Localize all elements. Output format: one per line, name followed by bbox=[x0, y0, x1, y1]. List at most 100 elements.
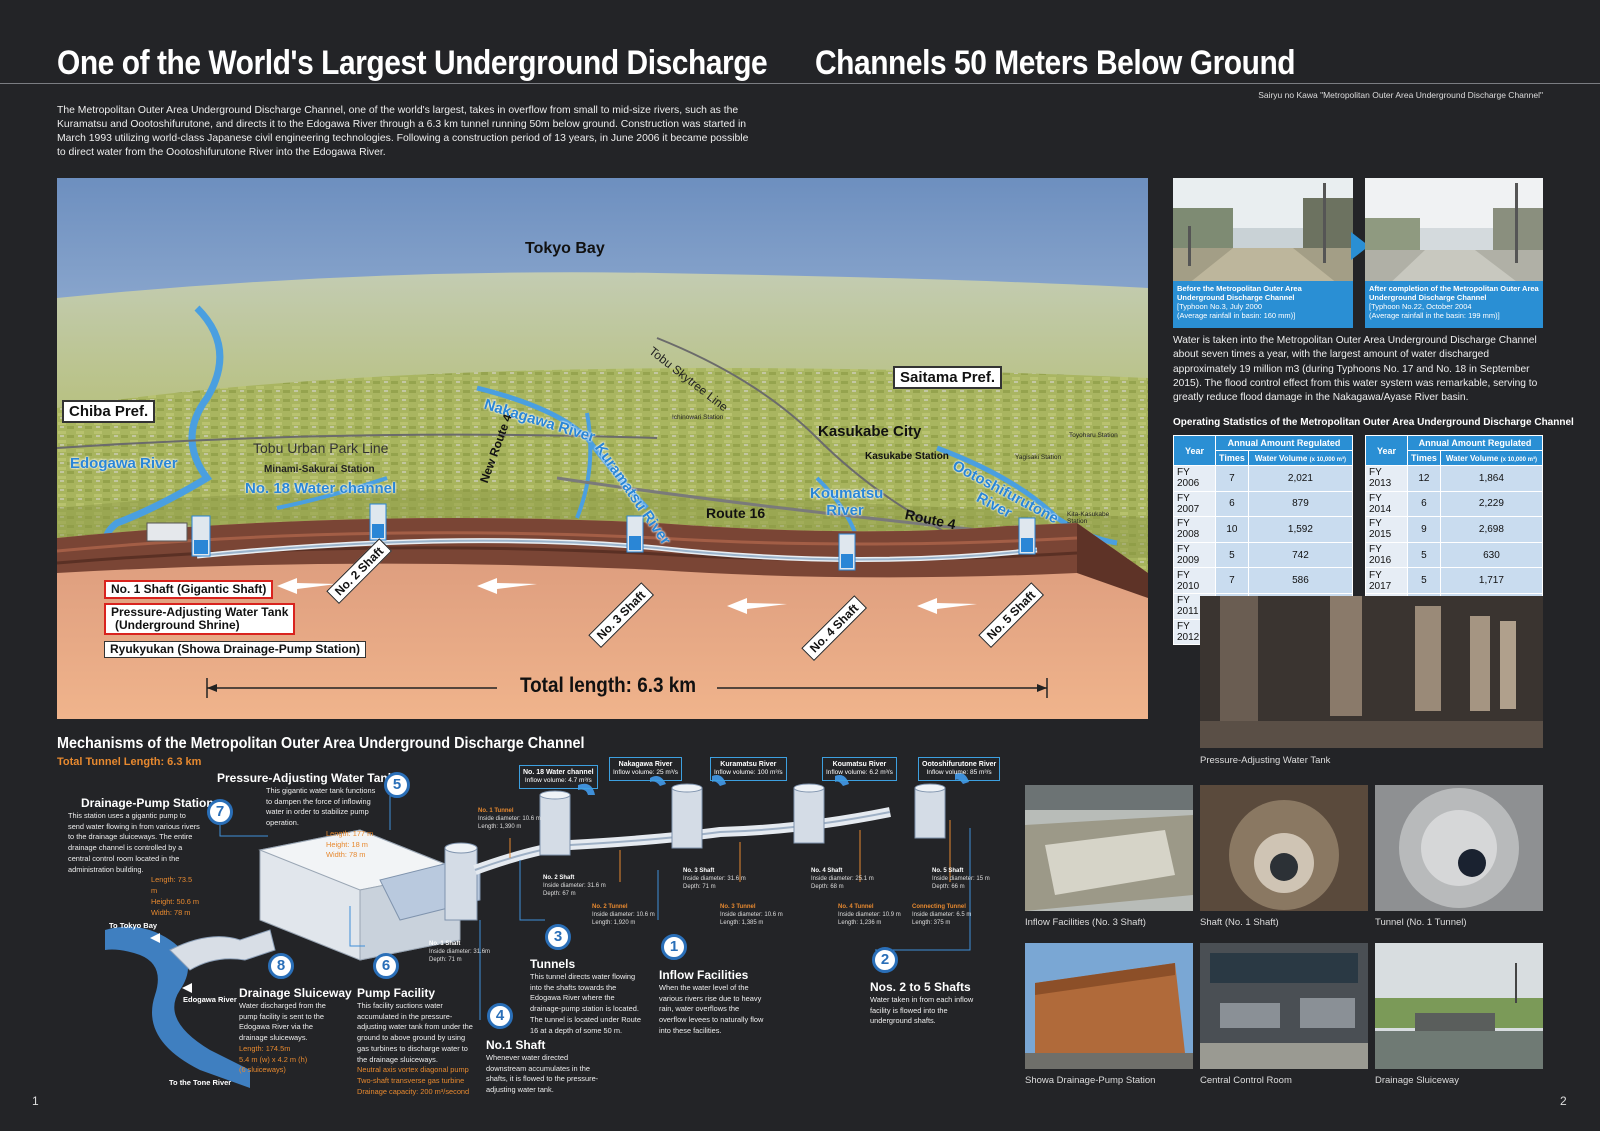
stats-header-volume: Water Volume (x 10,000 m³) bbox=[1439, 450, 1544, 466]
stats-header-year: Year bbox=[1173, 435, 1216, 466]
spec-tunnel4-title: No. 4 Tunnel bbox=[838, 904, 874, 910]
mech-drainage-pump-text: This station uses a gigantic pump to sen… bbox=[68, 811, 200, 918]
yagisaki-label: Yagisaki Station bbox=[1015, 454, 1062, 461]
to-tone-river-label: To the Tone River bbox=[169, 1078, 232, 1087]
mech-sluiceway-spec3: (6 sluiceways) bbox=[239, 1065, 286, 1075]
stats-cell-year: FY 2006 bbox=[1173, 465, 1216, 492]
before-caption-sub2: (Average rainfall in basin: 160 mm)] bbox=[1177, 311, 1296, 320]
stats-cell-year: FY 2010 bbox=[1173, 567, 1216, 594]
stats-cell-volume: 2,021 bbox=[1247, 465, 1354, 492]
edogawa-river-label: Edogawa River bbox=[70, 455, 178, 472]
after-photo: After completion of the Metropolitan Out… bbox=[1365, 178, 1543, 328]
stats-cell-times: 6 bbox=[1407, 490, 1441, 518]
stats-header-volume: Water Volume (x 10,000 m³) bbox=[1247, 450, 1354, 466]
spec-tunnel2-title: No. 2 Tunnel bbox=[592, 904, 628, 910]
mech-pump-text: This facility suctions water accumulated… bbox=[357, 1001, 477, 1098]
tokyo-bay-label: Tokyo Bay bbox=[525, 240, 605, 257]
tobu-urban-label: Tobu Urban Park Line bbox=[253, 440, 389, 456]
to-tokyo-bay-label: To Tokyo Bay bbox=[109, 921, 158, 930]
tank-label-line1: Pressure-Adjusting Water Tank bbox=[111, 605, 289, 619]
tank-photo-image bbox=[1200, 596, 1543, 748]
stats-header-year: Year bbox=[1365, 435, 1408, 466]
after-caption-sub1: [Typhoon No.22, October 2004 bbox=[1369, 302, 1472, 311]
spec-tunnel1-a: Inside diameter: 10.6 m bbox=[478, 815, 541, 822]
tag-nakagawa-title: Nakagawa River bbox=[618, 761, 673, 768]
ryukyukan-label: Ryukyukan (Showa Drainage-Pump Station) bbox=[104, 641, 367, 659]
kita-kasukabe-label: Kita-Kasukabe Station bbox=[1067, 511, 1110, 525]
intro-paragraph: The Metropolitan Outer Area Underground … bbox=[57, 105, 749, 159]
mech-shafts25-text: Water taken in from each inflow facility… bbox=[870, 995, 974, 1026]
mech-pump-spec2: Two-shaft transverse gas turbine bbox=[357, 1076, 465, 1086]
spec-tunnel3-a: Inside diameter: 10.6 m bbox=[720, 911, 783, 918]
spec-connecting-b: Length: 375 m bbox=[912, 919, 951, 926]
stats-cell-times: 5 bbox=[1407, 541, 1441, 569]
before-caption-sub1: [Typhoon No.3, July 2000 bbox=[1177, 302, 1263, 311]
mech-tank-spec2: Height: 18 m bbox=[326, 839, 368, 849]
stats-cell-volume: 2,698 bbox=[1439, 516, 1544, 543]
stats-header-group: Annual Amount Regulated bbox=[1215, 435, 1353, 451]
control-photo bbox=[1200, 943, 1368, 1069]
stats-cell-year: FY 2014 bbox=[1365, 490, 1408, 518]
edogawa-label-small: Edogawa River bbox=[183, 995, 237, 1004]
minami-sakurai-label: Minami-Sakurai Station bbox=[264, 464, 375, 475]
stats-header-unit: (x 10,000 m³) bbox=[1309, 456, 1346, 463]
total-length-label: Total length: 6.3 km bbox=[520, 674, 697, 697]
spec-shaft2-b: Depth: 67 m bbox=[543, 890, 576, 897]
mech-tank-spec3: Width: 78 m bbox=[326, 850, 366, 860]
stats-cell-volume: 630 bbox=[1439, 541, 1544, 569]
tag-koumatsu-sub: Inflow volume: 6.2 m³/s bbox=[826, 769, 893, 777]
kasukabe-station-label: Kasukabe Station bbox=[865, 451, 949, 462]
no18-channel-label: No. 18 Water channel bbox=[245, 480, 397, 497]
control-photo-image bbox=[1200, 943, 1368, 1069]
inflow-photo-image bbox=[1025, 785, 1193, 911]
before-caption: Before the Metropolitan Outer Area Under… bbox=[1173, 281, 1353, 328]
stats-cell-volume: 1,864 bbox=[1439, 465, 1544, 492]
mech-num-8: 8 bbox=[268, 953, 294, 979]
mech-tank-spec1: Length: 177 m bbox=[326, 828, 374, 838]
sluice-photo-caption: Drainage Sluiceway bbox=[1375, 1075, 1459, 1086]
stats-cell-times: 7 bbox=[1215, 465, 1249, 492]
mech-pump-title: Pump Facility bbox=[357, 986, 436, 1000]
spec-connecting-title: Connecting Tunnel bbox=[912, 904, 966, 910]
spec-shaft1-title: No. 1 Shaft bbox=[429, 941, 461, 947]
before-photo: Before the Metropolitan Outer Area Under… bbox=[1173, 178, 1353, 328]
spec-tunnel3-b: Length: 1,385 m bbox=[720, 919, 764, 926]
stats-cell-times: 12 bbox=[1407, 465, 1441, 492]
tag-kuramatsu-title: Kuramatsu River bbox=[720, 761, 777, 768]
stats-cell-volume: 2,229 bbox=[1439, 490, 1544, 518]
mech-shafts25-title: Nos. 2 to 5 Shafts bbox=[870, 980, 971, 994]
spec-shaft1-a: Inside diameter: 31.6m bbox=[429, 948, 491, 955]
spec-tunnel4-a: Inside diameter: 10.9 m bbox=[838, 911, 901, 918]
tank-photo bbox=[1200, 596, 1543, 748]
stats-header-group: Annual Amount Regulated bbox=[1407, 435, 1543, 451]
kasukabe-city-label: Kasukabe City bbox=[818, 423, 922, 440]
inflow-photo bbox=[1025, 785, 1193, 911]
mech-drainage-pump-spec1: Length: 73.5 m bbox=[151, 875, 193, 896]
mech-sluiceway-spec1: Length: 174.5m bbox=[239, 1043, 291, 1053]
stats-cell-times: 6 bbox=[1215, 490, 1249, 518]
spec-shaft3-title: No. 3 Shaft bbox=[683, 868, 715, 874]
tag-nakagawa-sub: Inflow volume: 25 m³/s bbox=[613, 769, 679, 777]
tank-photo-caption: Pressure-Adjusting Water Tank bbox=[1200, 755, 1331, 766]
tunnel-photo-image bbox=[1375, 785, 1543, 911]
mech-drainage-pump-spec3: Width: 78 m bbox=[151, 907, 191, 917]
stats-cell-volume: 742 bbox=[1247, 541, 1354, 569]
mech-tank-title: Pressure-Adjusting Water Tank bbox=[217, 771, 395, 785]
stats-cell-times: 9 bbox=[1407, 516, 1441, 543]
